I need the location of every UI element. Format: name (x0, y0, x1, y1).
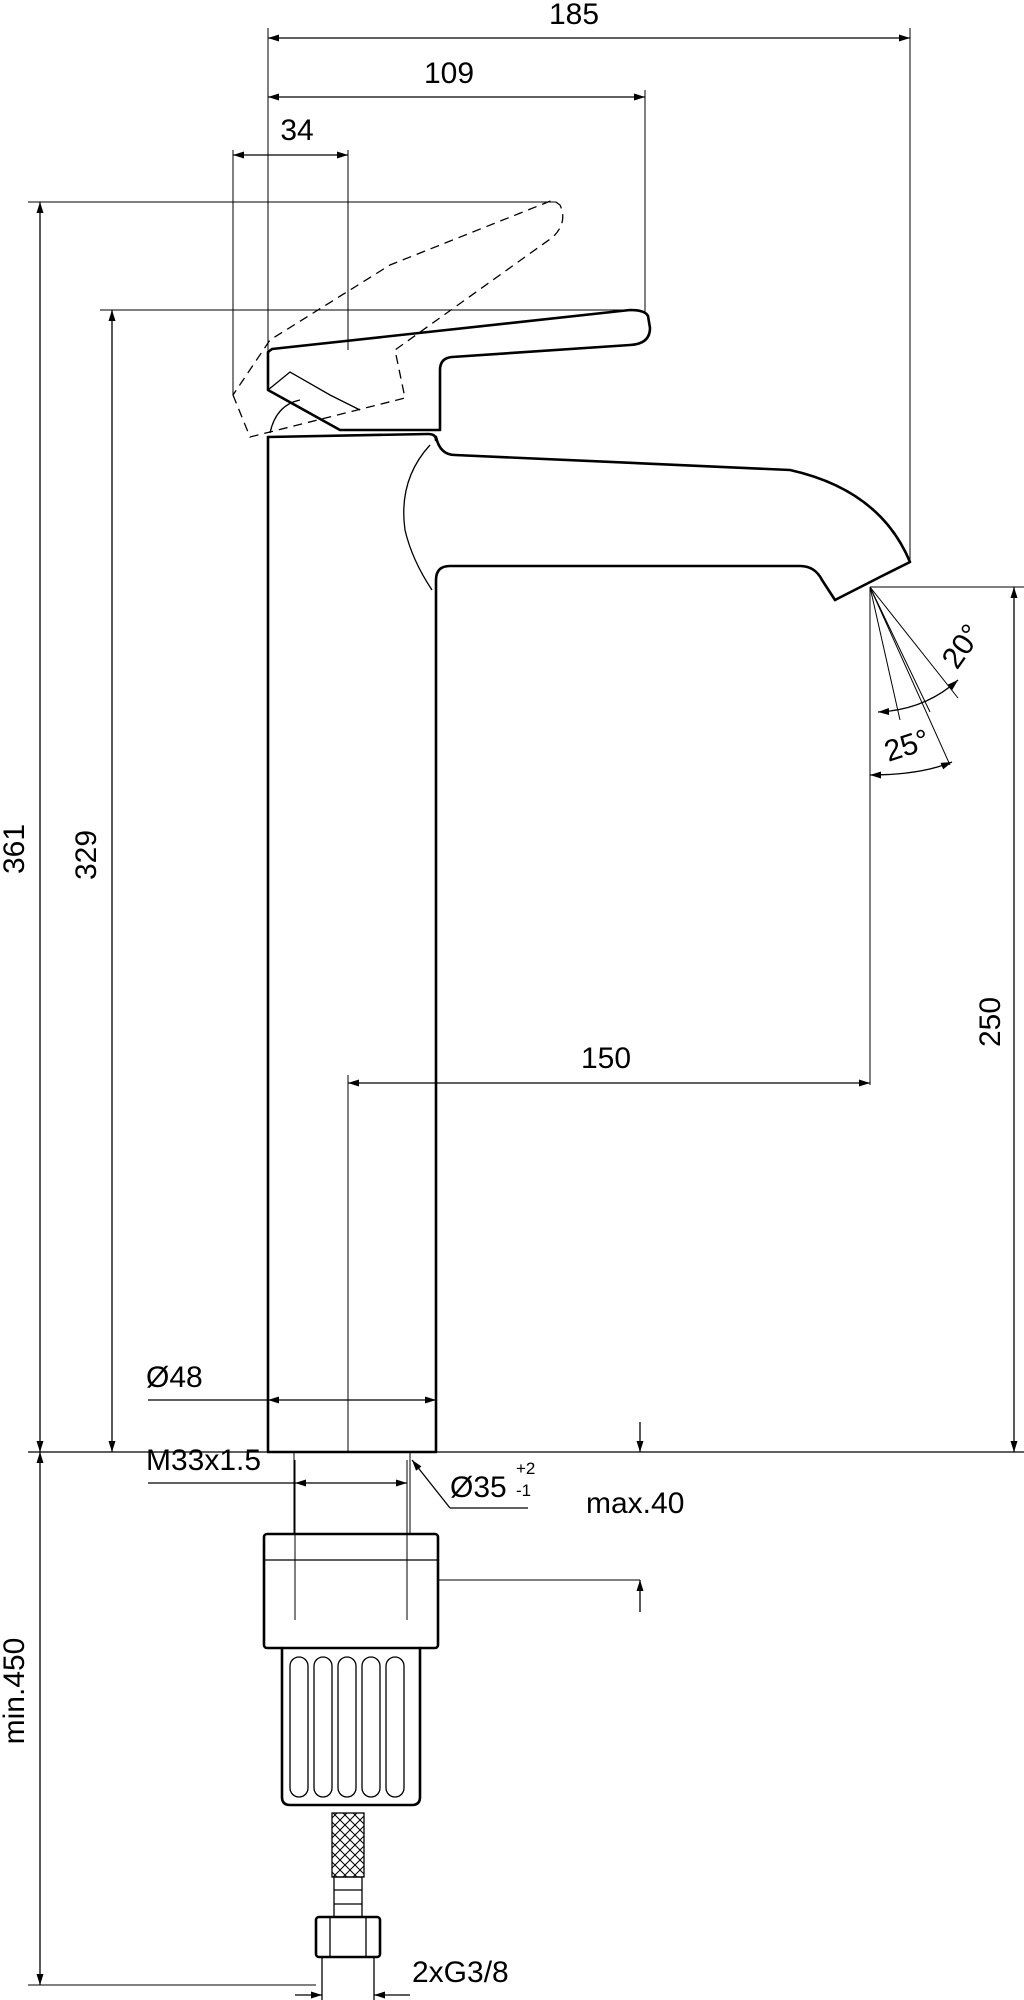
label-angle-20: 20° (936, 619, 989, 675)
label-angle-25: 25° (880, 723, 933, 768)
label-m33: M33x1.5 (146, 1444, 261, 1477)
cartridge-dome (269, 399, 301, 434)
arc-25 (869, 761, 953, 779)
arc-20 (877, 679, 959, 716)
hose-ferrule (333, 1876, 363, 1918)
label-min450: min.450 (0, 1638, 31, 1745)
leader-d35 (411, 1459, 451, 1509)
faucet-body (266, 435, 837, 1454)
lever-handle-inner (267, 371, 361, 411)
label-max40: max.40 (586, 1487, 684, 1520)
hose-hex-connector (314, 1915, 382, 1959)
label-361: 361 (0, 824, 31, 874)
nut-ribs (289, 1656, 405, 1798)
label-d35-tol-upper: +2 (516, 1459, 535, 1478)
mounting-ring (262, 1532, 440, 1650)
spout-neck-curve (403, 444, 433, 591)
faucet-spout (434, 435, 912, 602)
label-d35: Ø35 (450, 1471, 507, 1504)
label-250: 250 (974, 997, 1007, 1047)
spray-ray-4 (869, 586, 951, 766)
dimension-labels: 185 109 34 361 329 250 150 Ø48 M33x1.5 Ø… (0, 0, 1007, 1989)
extension-lines (28, 28, 1024, 1986)
mounting-parts (28, 1451, 1024, 2000)
dimension-lines (36, 34, 1018, 1999)
braided-hose (331, 1812, 365, 1878)
lever-handle-raised (232, 199, 564, 438)
label-g38: 2xG3/8 (412, 1956, 509, 1989)
label-185: 185 (549, 0, 599, 31)
spray-ray-3 (869, 586, 959, 699)
label-109: 109 (424, 57, 474, 90)
spray-ray-1 (869, 586, 901, 721)
ribbed-nut (280, 1646, 422, 1807)
label-d35-tol-lower: -1 (516, 1481, 531, 1500)
faucet-outline (232, 199, 912, 1454)
lever-handle (266, 308, 652, 432)
body-top-edge (266, 432, 438, 442)
label-329: 329 (70, 830, 103, 880)
label-d48: Ø48 (146, 1361, 203, 1394)
label-150: 150 (581, 1042, 631, 1075)
label-34: 34 (280, 114, 313, 147)
spray-ray-2 (869, 586, 931, 713)
